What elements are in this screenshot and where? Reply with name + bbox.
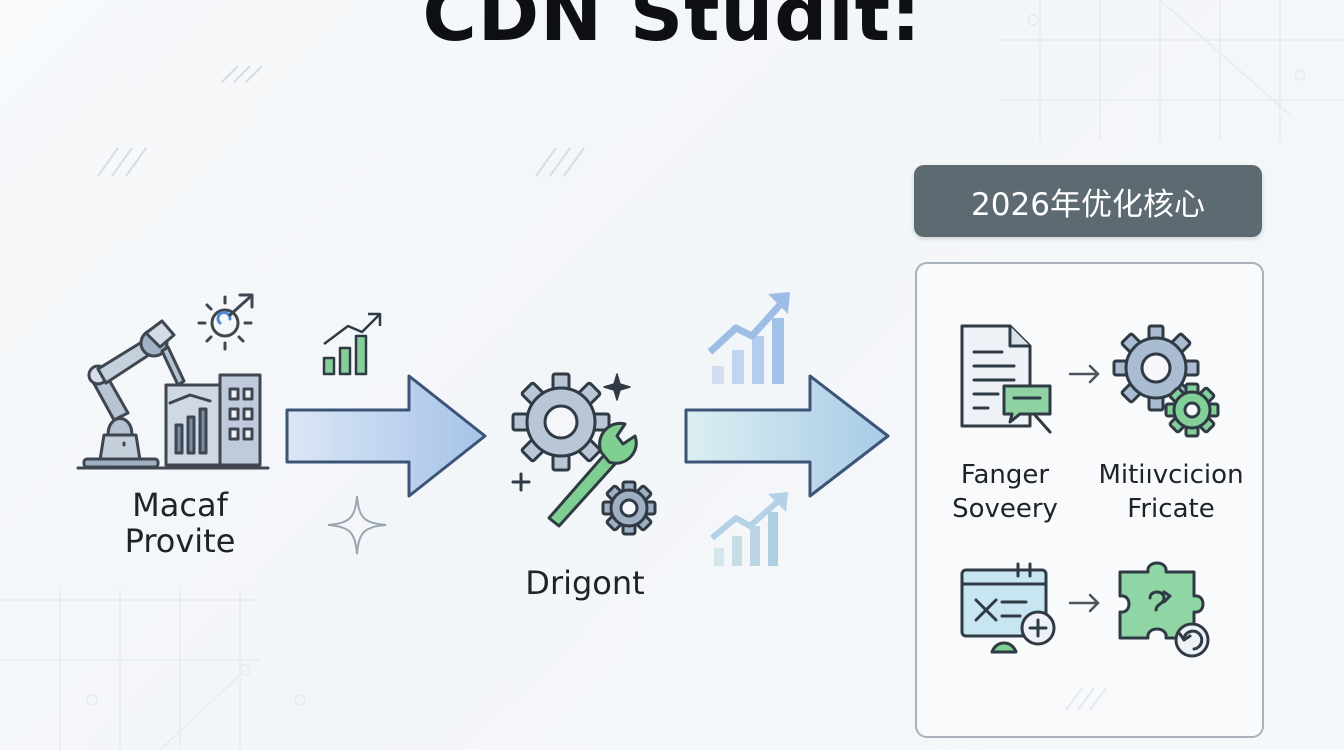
- puzzle-refresh-icon: [1118, 561, 1210, 658]
- stage-1-label-line2: Provite: [124, 521, 236, 560]
- page-title: CDN Studit:: [422, 0, 922, 58]
- trend-up-chart-icon-lower: [710, 492, 788, 566]
- sparkle-icon: [327, 495, 387, 555]
- panel-item-1-line2: Soveery: [952, 494, 1058, 525]
- stage-2-label: Drigont: [525, 564, 645, 602]
- trend-up-chart-icon: [707, 292, 790, 384]
- stage-1-label: Macaf Provite: [70, 486, 290, 560]
- growth-bar-chart-icon: [322, 312, 382, 376]
- document-chat-icon: [960, 324, 1052, 434]
- panel-header: 2026年优化核心: [914, 165, 1262, 237]
- right-arrow-icon-2: [1068, 593, 1100, 613]
- calendar-add-icon: [960, 562, 1056, 654]
- gears-wrench-icon: [511, 372, 657, 536]
- panel-item-1-line1: Fanger: [960, 460, 1050, 490]
- robot-arm-factory-icon: [76, 293, 270, 470]
- panel-item-2-line2: Fricate: [1127, 494, 1215, 525]
- stage-1-label-line1: Macaf: [132, 486, 228, 524]
- gears-icon: [1112, 324, 1220, 438]
- flow-arrow-2: [684, 374, 890, 498]
- panel-item-2-line1: Mitiıvcicion: [1098, 460, 1244, 490]
- panel-item-2-label: Mitiıvcicion Fricate: [1086, 458, 1256, 527]
- flow-arrow-1: [285, 374, 487, 498]
- right-arrow-icon: [1068, 364, 1100, 384]
- panel-item-1-label: Fanger Soveery: [930, 458, 1080, 527]
